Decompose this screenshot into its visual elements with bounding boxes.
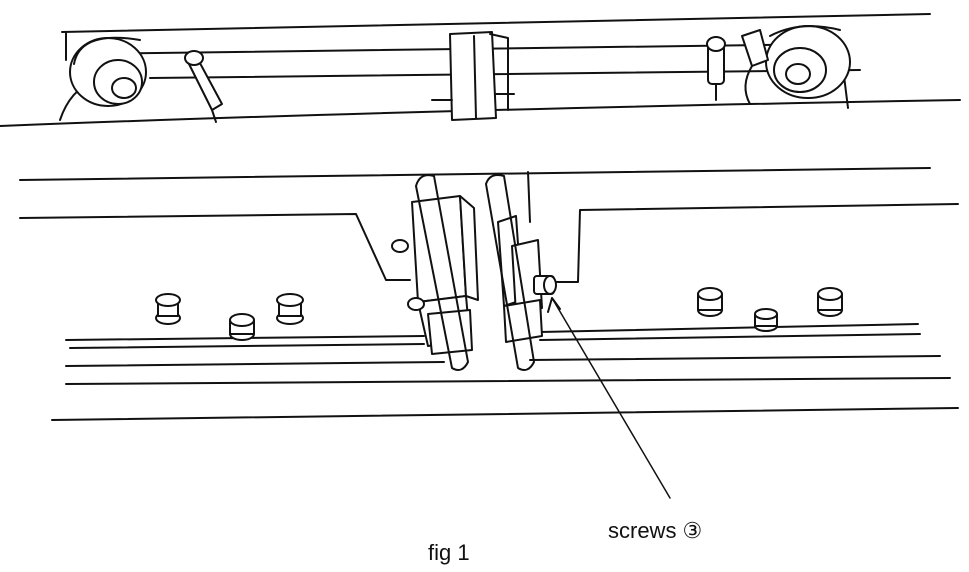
left-pin (184, 50, 223, 123)
right-screw-group (697, 287, 843, 332)
left-spring-clip (415, 174, 469, 371)
screws-callout-label: screws ③ (608, 518, 703, 543)
indicated-screw (533, 275, 557, 295)
right-spring-clip (485, 174, 535, 371)
base-rails (51, 323, 959, 421)
frame-plate (19, 167, 959, 283)
figure-caption: fig 1 (428, 540, 470, 565)
right-pin (706, 36, 726, 101)
leader-line (547, 297, 671, 499)
center-post (431, 31, 515, 121)
right-connector (741, 29, 769, 105)
left-roller (69, 36, 147, 107)
right-roller (765, 25, 851, 99)
right-bracket (497, 215, 543, 343)
left-bracket (391, 195, 479, 355)
left-screw-group (155, 293, 304, 341)
